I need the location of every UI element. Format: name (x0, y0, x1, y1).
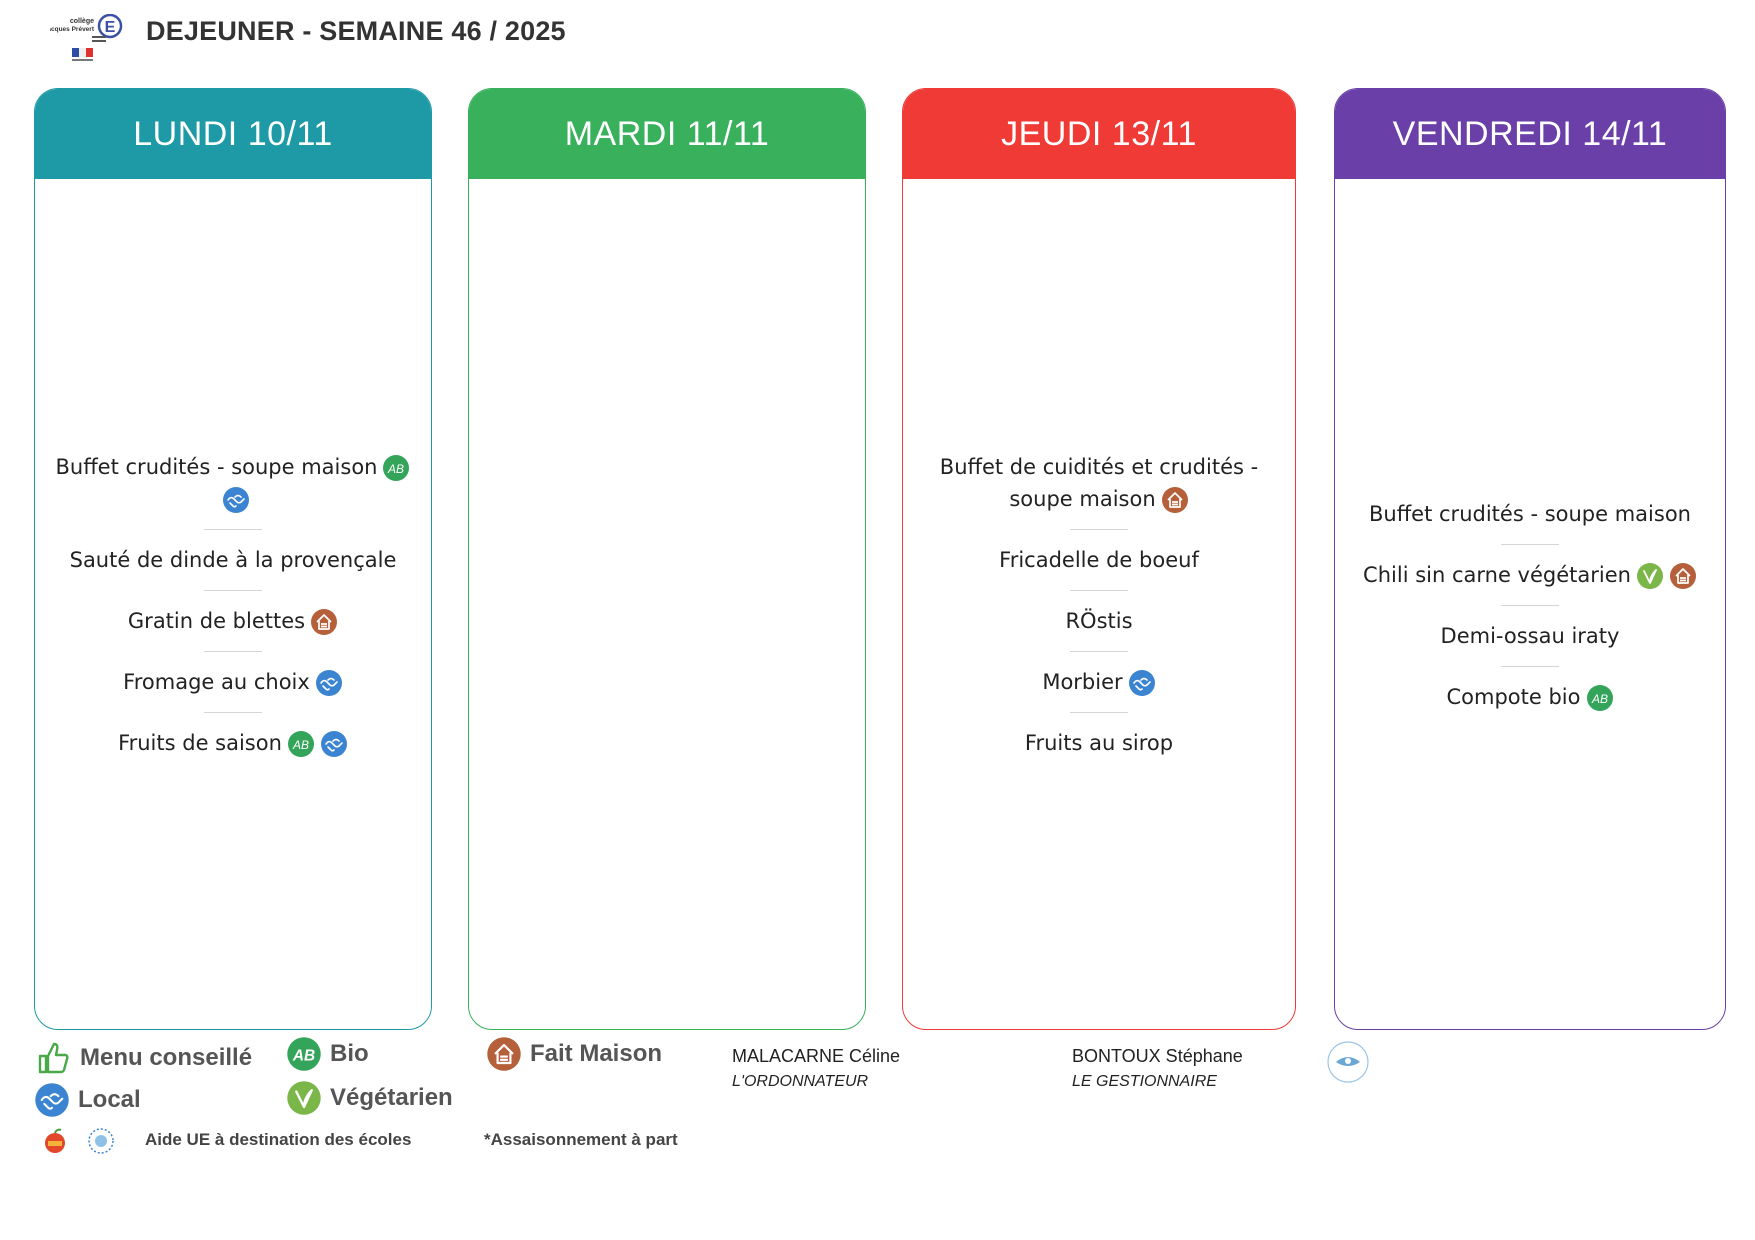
college-logo: collège Jacques Prévert E (44, 13, 126, 64)
dish-name: Gratin de blettes (127, 609, 306, 633)
gestionnaire-name: BONTOUX Stéphane (1072, 1046, 1243, 1066)
ordonnateur-role: L'ORDONNATEUR (732, 1073, 869, 1090)
thumbs-up-icon (36, 1040, 72, 1076)
dish-item: Fromage au choix (117, 652, 349, 712)
dish-item: Morbier (1036, 652, 1161, 712)
svg-text:AB: AB (1590, 692, 1607, 706)
dish-separator (1070, 651, 1128, 652)
local-icon (34, 1082, 70, 1118)
bio-icon: AB (1586, 684, 1614, 712)
dish-separator (204, 712, 262, 713)
dish-separator (204, 651, 262, 652)
day-menu-jeudi: Buffet de cuidités et crudités - soupe m… (903, 181, 1295, 1029)
page-title: DEJEUNER - SEMAINE 46 / 2025 (146, 16, 566, 46)
apple-logo-icon (40, 1126, 70, 1160)
legend-menu-conseille-label: Menu conseillé (80, 1044, 253, 1071)
legend-menu-conseille: Menu conseillé (36, 1040, 252, 1076)
dish-item: Fricadelle de boeuf (993, 530, 1205, 590)
dish-separator (204, 529, 262, 530)
local-icon (320, 730, 348, 758)
legend-vegetarien: Végétarien (286, 1080, 453, 1116)
legend-local: Local (34, 1082, 141, 1118)
dish-separator (1501, 604, 1559, 606)
dish-name: Morbier (1042, 670, 1123, 694)
day-header-mardi: MARDI 11/11 (469, 89, 865, 179)
day-menu-mardi (469, 181, 865, 1029)
signature-gestionnaire: BONTOUX Stéphane LE GESTIONNAIRE (1072, 1046, 1243, 1091)
dish-name: Fruits au sirop (1024, 731, 1174, 755)
dish-name: Buffet de cuidités et crudités - soupe m… (939, 455, 1259, 511)
dish-item: Demi-ossau iraty (1435, 606, 1626, 666)
dish-name: Compote bio (1446, 684, 1581, 709)
dish-item: RÖstis (1059, 591, 1138, 651)
dish-separator (1501, 665, 1559, 667)
eu-school-logo-icon (84, 1126, 118, 1160)
day-header-vendredi: VENDREDI 14/11 (1335, 89, 1725, 179)
local-icon (315, 669, 343, 697)
day-header-jeudi: JEUDI 13/11 (903, 89, 1295, 179)
legend-fait-maison-label: Fait Maison (530, 1040, 663, 1067)
dish-name: Buffet crudités - soupe maison (55, 455, 378, 479)
dish-name: Chili sin carne végétarien (1363, 562, 1631, 587)
fait-maison-icon (310, 608, 338, 636)
dish-name: Fricadelle de boeuf (999, 548, 1199, 572)
fait-maison-icon (486, 1036, 522, 1072)
fait-maison-icon (1161, 486, 1189, 514)
legend-bio-label: Bio (330, 1040, 369, 1067)
dish-name: RÖstis (1065, 609, 1133, 633)
aide-ue-text: Aide UE à destination des écoles (145, 1130, 412, 1149)
dish-item: Gratin de blettes (122, 591, 344, 651)
dish-separator (204, 590, 262, 591)
dish-separator (1070, 712, 1128, 713)
dish-item: Fruits au sirop (1019, 713, 1179, 773)
legend-local-label: Local (78, 1086, 141, 1113)
legend-bio: AB Bio (286, 1036, 369, 1072)
dish-item: Sauté de dinde à la provençale (64, 530, 403, 590)
bio-icon: AB (382, 454, 410, 482)
vegetarien-icon (286, 1080, 322, 1116)
legend-fait-maison: Fait Maison (486, 1036, 662, 1072)
dish-separator (1501, 543, 1559, 545)
dish-item: Chili sin carne végétarien (1357, 545, 1703, 605)
dish-item: Buffet de cuidités et crudités - soupe m… (917, 437, 1281, 529)
svg-text:Jacques Prévert: Jacques Prévert (50, 26, 95, 33)
dish-item: Compote bio AB (1441, 667, 1620, 727)
dish-name: Demi-ossau iraty (1440, 623, 1620, 648)
local-icon (1128, 669, 1156, 697)
day-header-lundi: LUNDI 10/11 (35, 89, 431, 179)
bio-icon: AB (287, 730, 315, 758)
assaisonnement-text: *Assaisonnement à part (484, 1130, 678, 1149)
bio-icon: AB (286, 1036, 322, 1072)
svg-text:AB: AB (292, 1047, 315, 1064)
ordonnateur-name: MALACARNE Céline (732, 1046, 901, 1066)
dish-separator (1070, 529, 1128, 530)
dish-name: Sauté de dinde à la provençale (69, 548, 397, 572)
dish-item: Buffet crudités - soupe maison AB (49, 437, 417, 529)
signature-ordonnateur: MALACARNE Céline L'ORDONNATEUR (732, 1046, 900, 1091)
dish-item: Fruits de saison AB (112, 713, 354, 773)
gestionnaire-role: LE GESTIONNAIRE (1072, 1073, 1217, 1090)
dish-item: Buffet crudités - soupe maison (1363, 484, 1697, 544)
svg-text:collège: collège (70, 18, 94, 25)
dish-name: Fromage au choix (123, 670, 310, 694)
local-icon (222, 486, 250, 514)
legend-vegetarien-label: Végétarien (330, 1084, 453, 1111)
dish-separator (1070, 590, 1128, 591)
dish-name: Fruits de saison (118, 731, 282, 755)
svg-text:AB: AB (292, 738, 309, 752)
svg-text:E: E (105, 19, 116, 36)
day-column-mardi: MARDI 11/11 (468, 88, 866, 1030)
svg-text:AB: AB (387, 462, 404, 476)
fait-maison-icon (1669, 562, 1697, 590)
dish-name: Buffet crudités - soupe maison (1369, 501, 1691, 526)
vegetarien-icon (1636, 562, 1664, 590)
partner-logo (1326, 1040, 1370, 1088)
